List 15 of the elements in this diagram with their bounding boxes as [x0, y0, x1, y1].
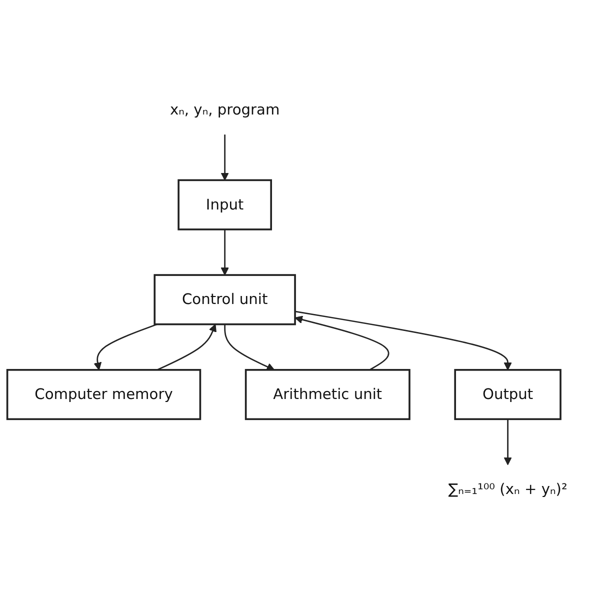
node-text: ∑ₙ₌₁¹⁰⁰ (xₙ + yₙ)² [448, 480, 568, 498]
arrow [504, 419, 512, 465]
arrow [220, 229, 229, 276]
node-box: Output [454, 368, 562, 420]
arrow [224, 324, 275, 370]
arrow [294, 310, 512, 370]
arrow [294, 316, 390, 370]
node-box: Computer memory [6, 368, 202, 420]
node-box: Control unit [154, 274, 296, 326]
arrow [156, 324, 216, 370]
arrow [220, 134, 229, 180]
node-box: Input [178, 179, 272, 230]
node-text: xₙ, yₙ, program [170, 100, 280, 118]
arrow [94, 323, 158, 370]
node-box: Arithmetic unit [244, 368, 410, 420]
